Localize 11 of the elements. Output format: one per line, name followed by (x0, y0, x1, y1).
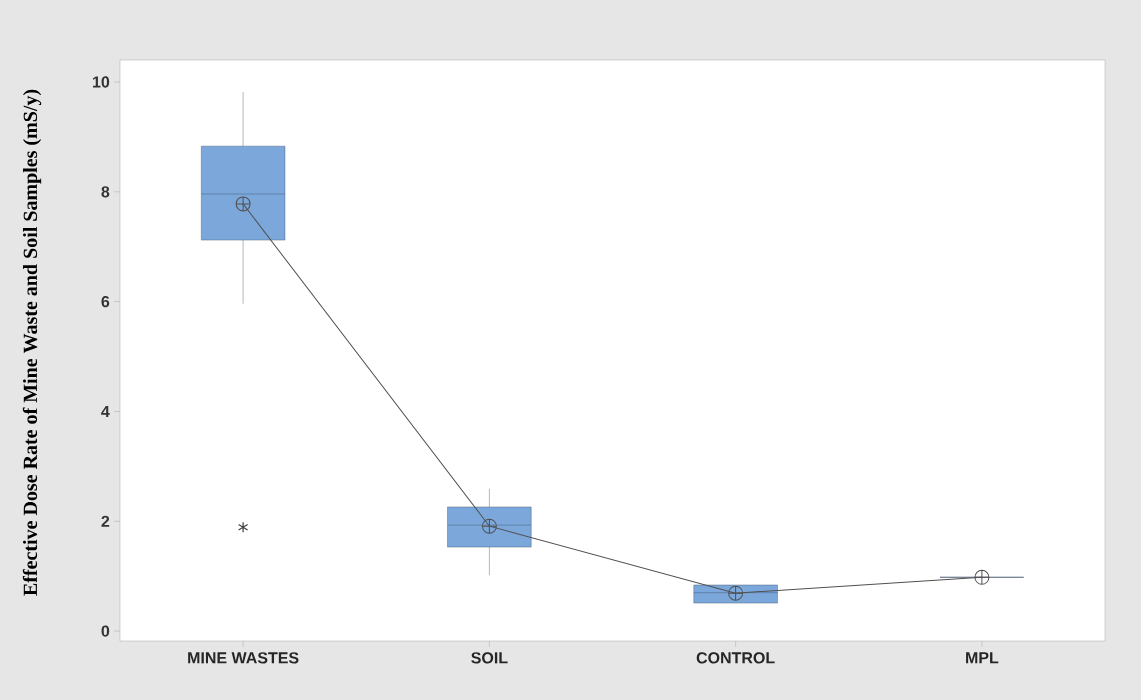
tick-label: MPL (966, 652, 999, 664)
tick-label: 8 (101, 186, 110, 198)
tick-label: 0 (101, 625, 110, 637)
axis-title: Effective Dose Rate of Mine Waste and Soil Samples (mS/y) (22, 89, 42, 596)
tick-label: 6 (101, 295, 110, 308)
tick-label: MINE WASTES (188, 652, 299, 664)
tick-label: 2 (101, 515, 110, 527)
tick-label: SOIL (471, 652, 508, 664)
tick-label: CONTROL (696, 652, 775, 664)
tick-label: 10 (93, 76, 110, 88)
tick-label: 4 (101, 406, 110, 417)
